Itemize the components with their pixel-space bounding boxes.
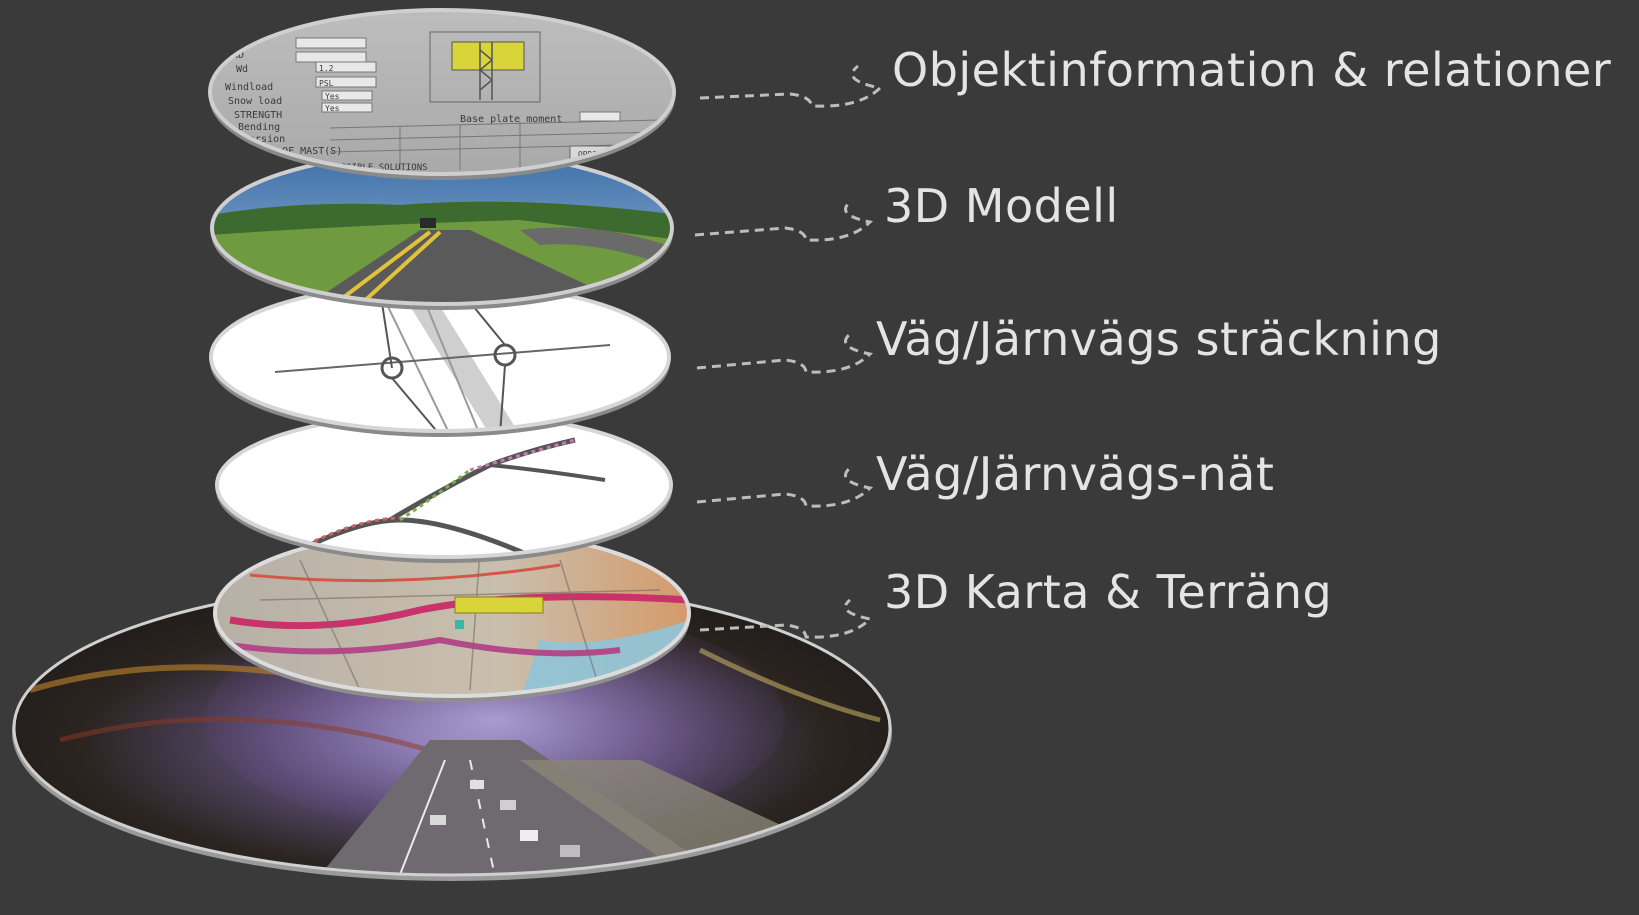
form-label-possible-solutions: POSSIBLE SOLUTIONS [330,163,428,173]
form-value-ws: 1.2 [319,64,334,73]
label-vag-jarnvags-strackning: Väg/Järnvägs sträckning [876,312,1442,366]
form-label-strength: STRENGTH [234,110,282,121]
form-label-base-plate: Base plate moment [460,114,562,125]
form-label-windload: Windload [225,82,273,93]
disc-road-alignment [209,281,671,437]
form-value-snow: PSL [319,79,334,88]
disc-road-3d-model [210,150,674,310]
form-label-wd: Wd [236,64,248,75]
form-label-size-of-mast: SIZE OF MAST(S) [252,146,342,157]
label-vag-jarnvags-nat: Väg/Järnvägs-nät [876,447,1274,501]
disc-object-info-form: HD Wd Windload 1.2 Snow load PSL STRENGT… [208,8,676,180]
connector-objektinformation [699,64,884,108]
disc-road-network [215,411,673,563]
form-label-hd: HD [232,50,244,61]
connector-stracking [696,332,874,374]
label-3d-karta-terrang: 3D Karta & Terräng [884,565,1332,619]
connectors [694,64,884,639]
connector-3d-modell [694,200,874,242]
connector-terrang [699,598,874,639]
connector-nat [696,466,874,508]
form-value-strength: Yes [325,92,340,101]
form-label-torsion: Torsion [243,134,285,145]
form-value-bending: Yes [325,104,340,113]
label-3d-modell: 3D Modell [884,179,1119,233]
form-label-bending: Bending [238,122,280,133]
form-label-snow-load: Snow load [228,96,282,107]
label-objektinformation: Objektinformation & relationer [892,43,1611,97]
layer-labels: Objektinformation & relationer 3D Modell… [876,43,1611,619]
